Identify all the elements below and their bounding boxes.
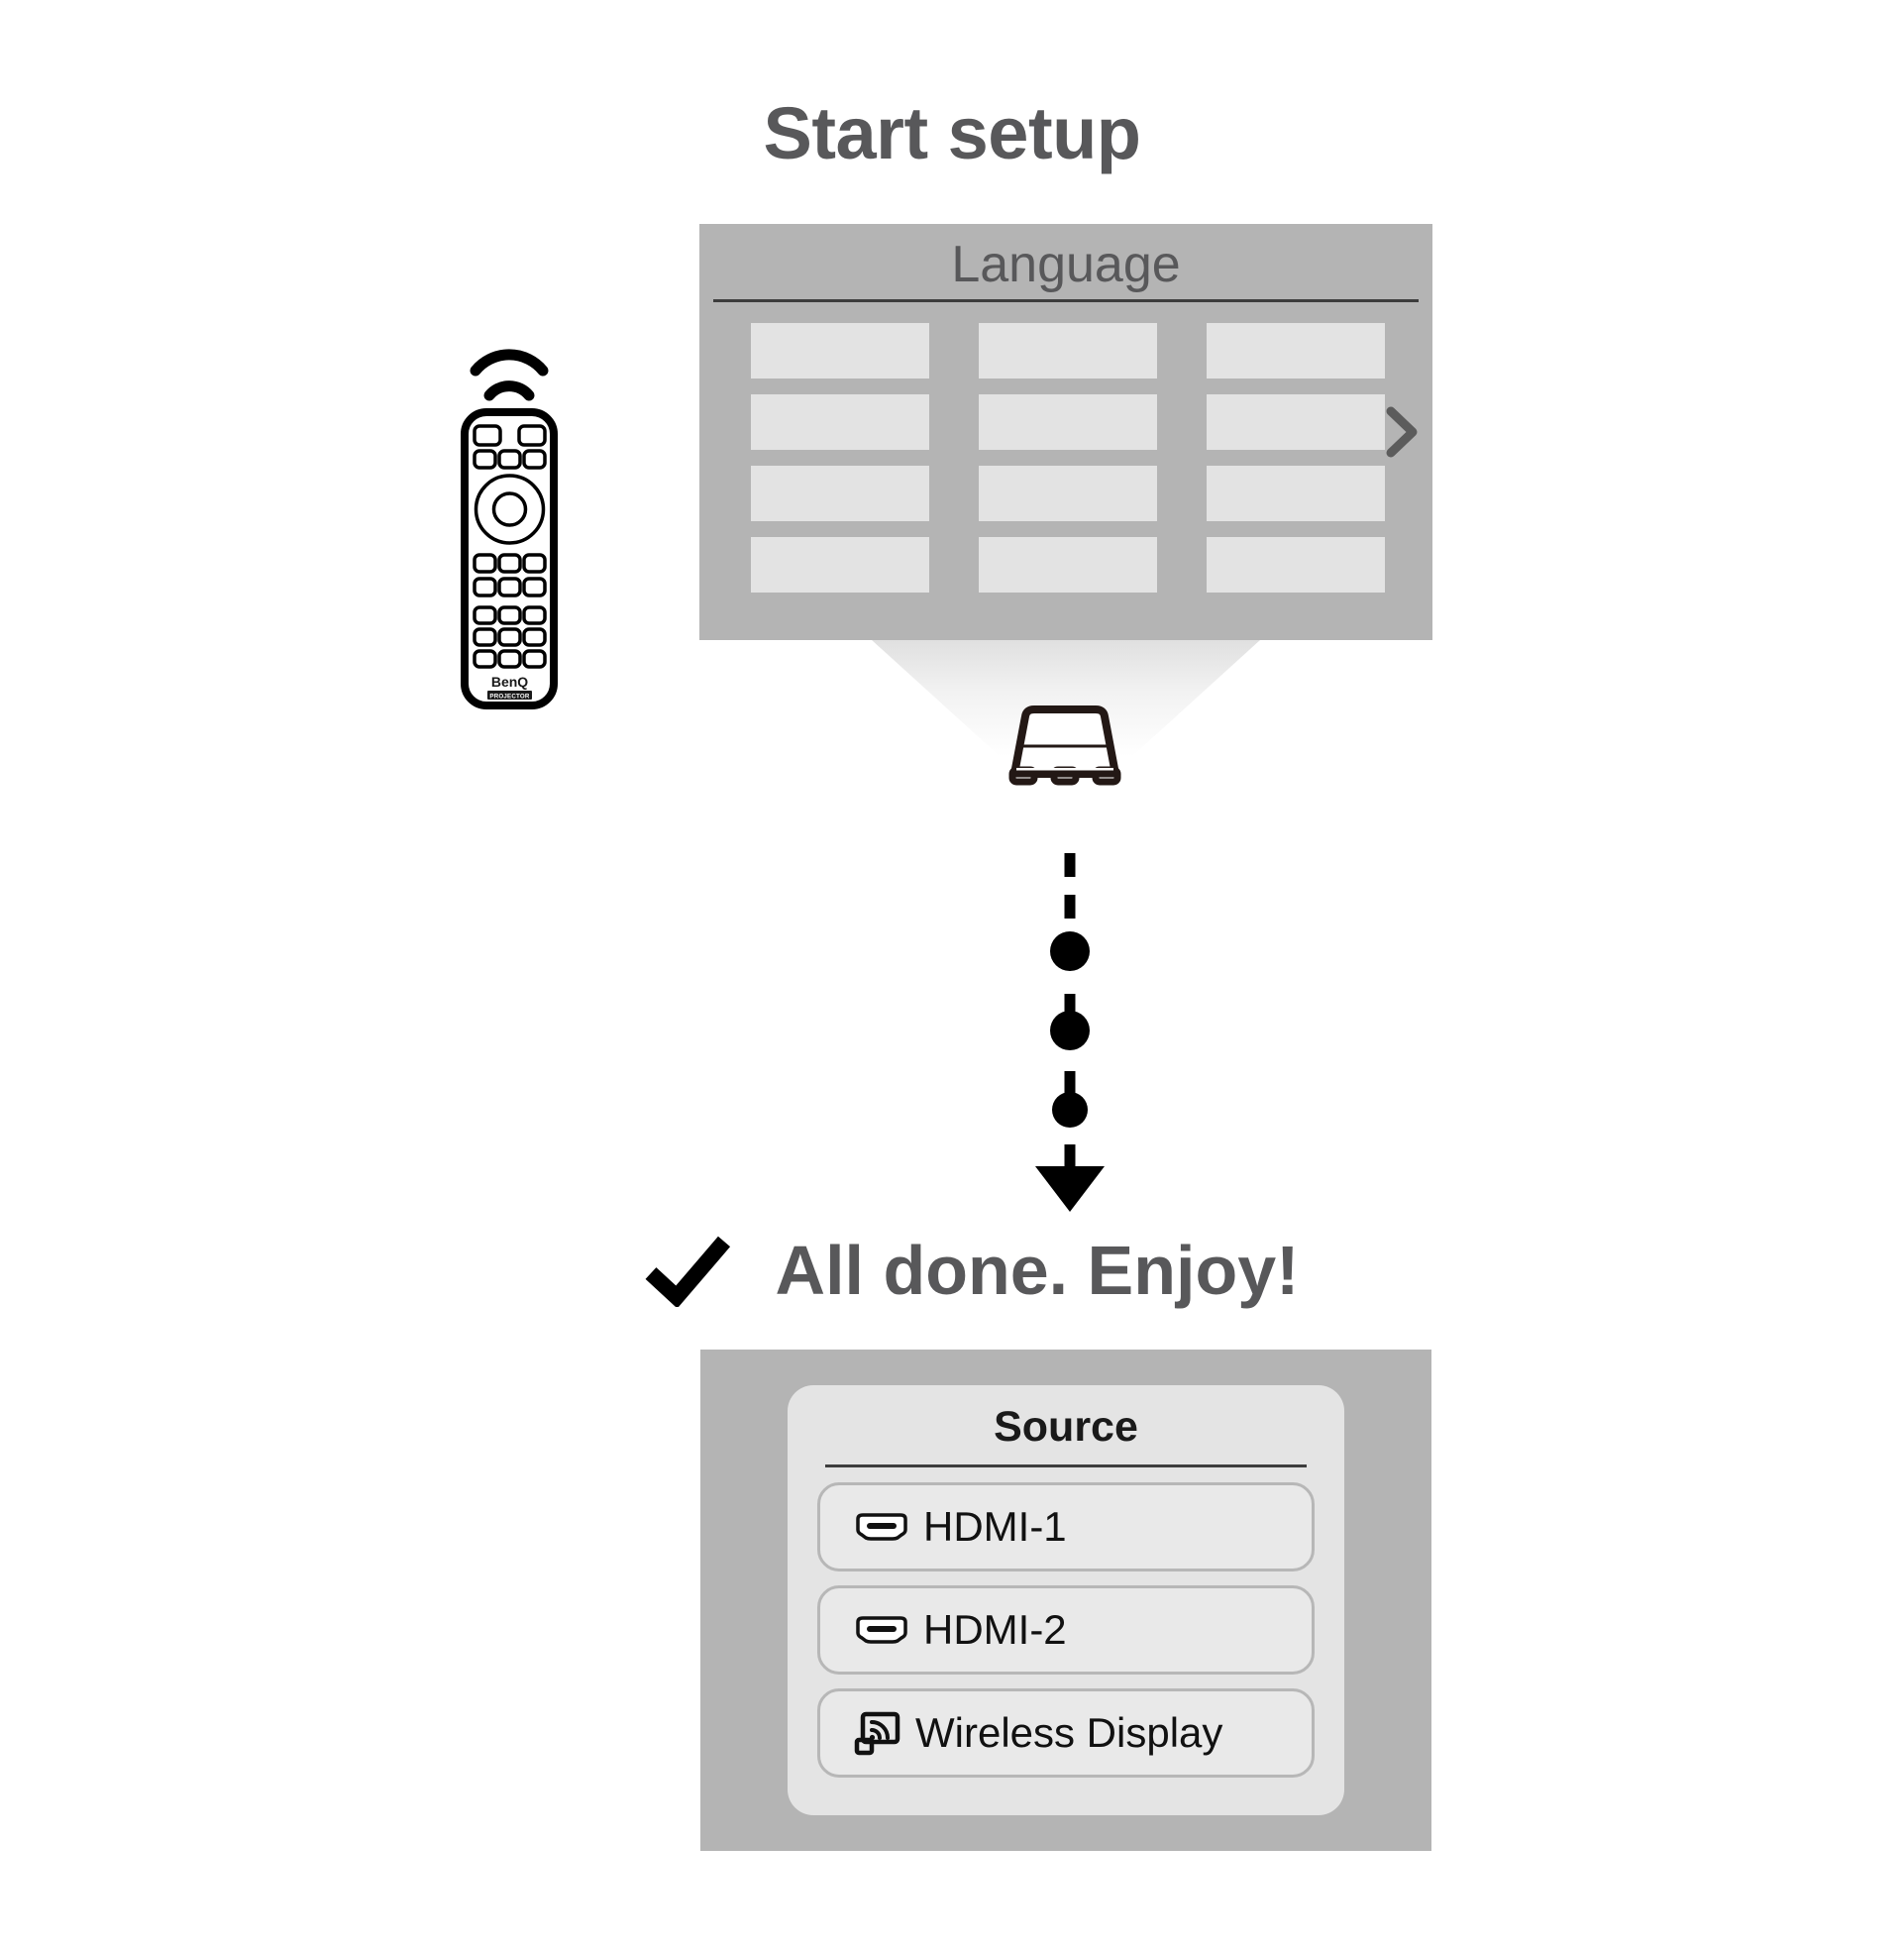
source-item-label: HDMI-2 xyxy=(923,1606,1067,1653)
remote-control[interactable]: BenQ PROJECTOR xyxy=(458,345,584,713)
language-osd-title: Language xyxy=(951,236,1181,293)
chevron-right-icon[interactable] xyxy=(1379,403,1425,461)
ir-signal-icon xyxy=(470,349,549,401)
projector-icon xyxy=(1008,705,1121,786)
source-item-label: Wireless Display xyxy=(915,1709,1223,1756)
hdmi-port-icon xyxy=(856,1513,907,1541)
source-osd-divider xyxy=(825,1464,1307,1467)
language-tile[interactable] xyxy=(979,537,1157,593)
source-item-wireless-display[interactable]: Wireless Display xyxy=(817,1688,1315,1778)
language-tile[interactable] xyxy=(1207,466,1385,521)
hdmi-port-icon xyxy=(856,1616,907,1644)
source-item-hdmi-2[interactable]: HDMI-2 xyxy=(817,1585,1315,1675)
remote-brand-sublabel: PROJECTOR xyxy=(489,694,530,701)
language-osd-divider xyxy=(713,299,1419,302)
language-osd-panel: Language xyxy=(699,224,1432,640)
all-done-row: All done. Enjoy! xyxy=(0,1221,1904,1320)
language-tile-grid xyxy=(751,323,1387,593)
source-item-hdmi-1[interactable]: HDMI-1 xyxy=(817,1482,1315,1571)
source-item-label: HDMI-1 xyxy=(923,1503,1067,1550)
wireless-cast-icon xyxy=(854,1711,900,1756)
remote-brand-label: BenQ xyxy=(491,674,528,690)
language-tile[interactable] xyxy=(751,394,929,450)
language-tile[interactable] xyxy=(979,466,1157,521)
source-osd-panel: Source HDMI-1 HDMI-2 xyxy=(700,1350,1431,1851)
page-title: Start setup xyxy=(763,92,1141,174)
check-mark-icon xyxy=(645,1236,730,1307)
language-tile[interactable] xyxy=(1207,537,1385,593)
language-tile[interactable] xyxy=(751,466,929,521)
source-list: HDMI-1 HDMI-2 xyxy=(817,1482,1315,1778)
language-tile[interactable] xyxy=(1207,323,1385,379)
language-tile[interactable] xyxy=(979,323,1157,379)
remote-control-icon: BenQ PROJECTOR xyxy=(461,349,558,709)
language-tile[interactable] xyxy=(751,537,929,593)
dashed-down-arrow-icon xyxy=(1035,853,1105,1212)
language-tile[interactable] xyxy=(1207,394,1385,450)
light-beam xyxy=(872,640,1260,757)
language-tile[interactable] xyxy=(979,394,1157,450)
source-osd-card: Source HDMI-1 HDMI-2 xyxy=(788,1385,1344,1815)
all-done-label: All done. Enjoy! xyxy=(775,1232,1300,1309)
source-osd-title: Source xyxy=(994,1403,1138,1451)
language-tile[interactable] xyxy=(751,323,929,379)
